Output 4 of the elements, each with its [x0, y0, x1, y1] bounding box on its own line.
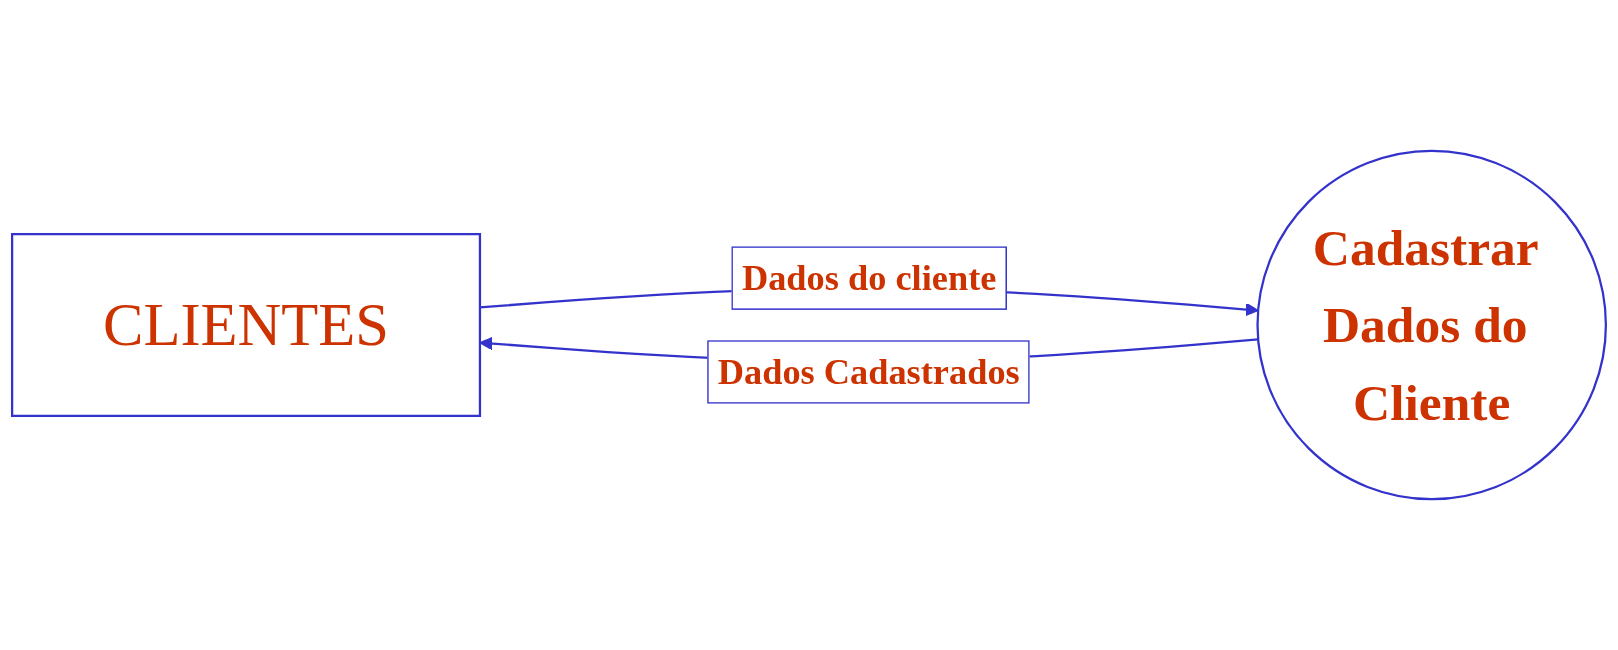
edge-label: Dados do cliente — [741, 258, 997, 298]
edge-label: Dados Cadastrados — [717, 352, 1020, 392]
node-box: CLIENTES — [11, 233, 482, 417]
node-circle: Cadastrar Dados do Cliente — [1256, 149, 1607, 501]
